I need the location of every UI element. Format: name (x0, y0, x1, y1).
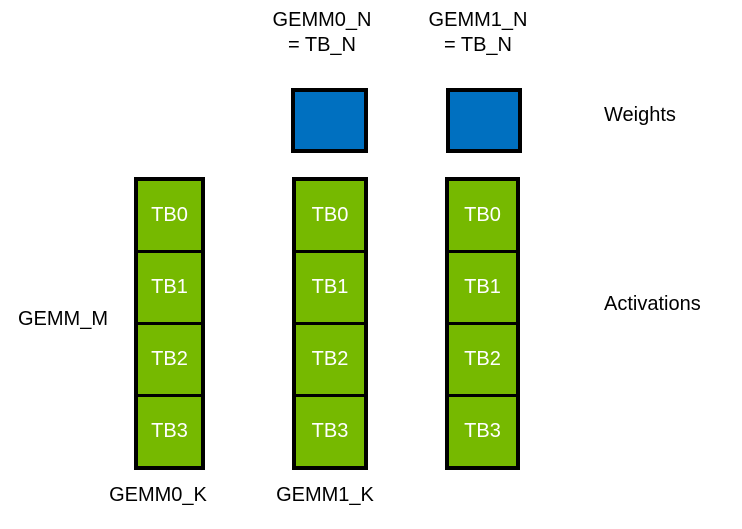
gemm1-k-dimension-label: GEMM1_K (276, 484, 374, 506)
threadblock-tile-tb1: TB1 (296, 253, 364, 322)
threadblock-tile-tb3: TB3 (138, 397, 201, 466)
threadblock-tile-tb2: TB2 (449, 325, 516, 394)
threadblock-tile-tb2: TB2 (296, 325, 364, 394)
weights-label: Weights (604, 104, 676, 126)
threadblock-tile-tb1: TB1 (449, 253, 516, 322)
weights-tile-gemm1 (446, 88, 522, 153)
gemm1-n-dimension-label: GEMM1_N = TB_N (428, 9, 528, 56)
threadblock-tile-tb1: TB1 (138, 253, 201, 322)
threadblock-tile-tb2: TB2 (138, 325, 201, 394)
threadblock-tile-tb3: TB3 (449, 397, 516, 466)
weights-tile-gemm0 (291, 88, 368, 153)
threadblock-tile-tb0: TB0 (138, 181, 201, 250)
activation-column-gemm-m: TB0 TB1 TB2 TB3 (134, 177, 205, 470)
threadblock-tile-tb0: TB0 (449, 181, 516, 250)
threadblock-tile-tb0: TB0 (296, 181, 364, 250)
gemm-m-dimension-label: GEMM_M (18, 308, 108, 330)
activations-label: Activations (604, 293, 701, 315)
threadblock-tile-tb3: TB3 (296, 397, 364, 466)
activation-column-gemm0: TB0 TB1 TB2 TB3 (292, 177, 368, 470)
activation-column-gemm1: TB0 TB1 TB2 TB3 (445, 177, 520, 470)
gemm0-k-dimension-label: GEMM0_K (109, 484, 207, 506)
gemm0-n-dimension-label: GEMM0_N = TB_N (272, 9, 372, 56)
